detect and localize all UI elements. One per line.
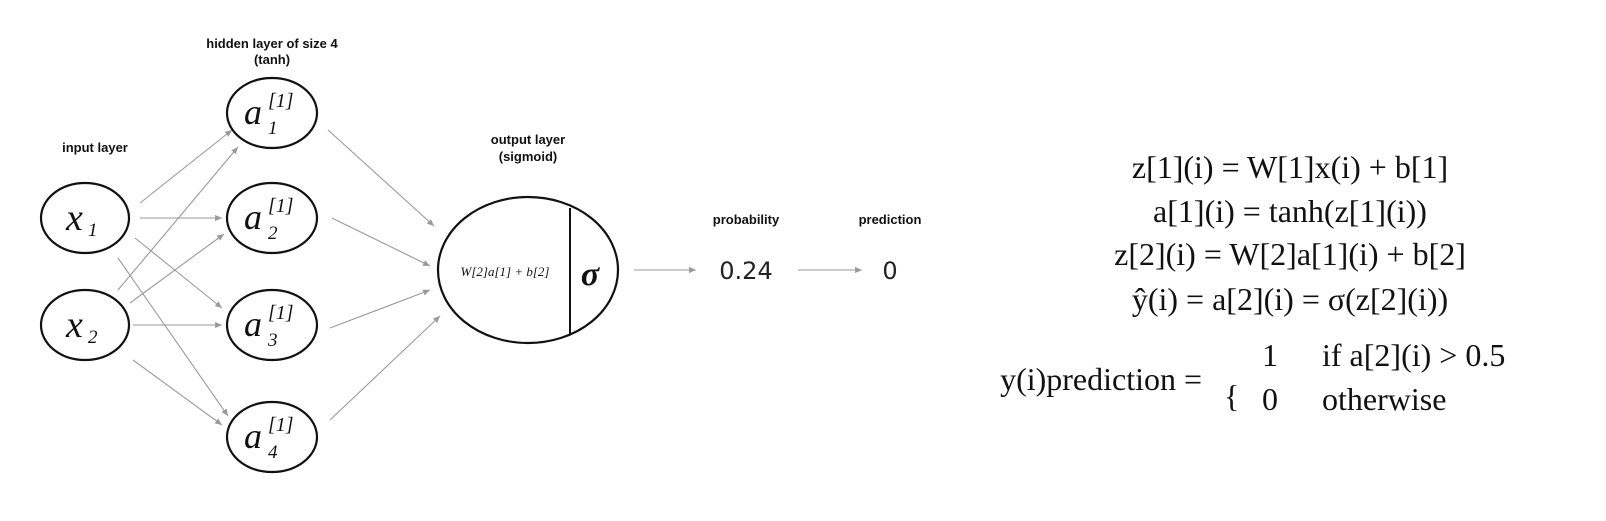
equation-1: z[1](i) = W[1]x(i) + b[1] bbox=[1132, 149, 1448, 185]
input-subscript: 2 bbox=[88, 327, 98, 348]
equation-5-lhs: y(i)prediction bbox=[1000, 361, 1176, 397]
prediction-label: prediction bbox=[859, 212, 922, 227]
prediction-value: 0 bbox=[882, 257, 897, 285]
hidden-subscript: 4 bbox=[268, 442, 278, 463]
hidden-node-a2: a [1] 2 bbox=[225, 181, 319, 255]
edge-x2-a2 bbox=[129, 233, 225, 304]
hidden-output-connections bbox=[327, 129, 441, 421]
hidden-superscript: [1] bbox=[268, 414, 294, 436]
hidden-symbol: a bbox=[244, 92, 262, 132]
hidden-activation-label: (tanh) bbox=[254, 52, 290, 67]
hidden-node-a3: a [1] 3 bbox=[225, 288, 319, 362]
hidden-symbol: a bbox=[244, 304, 262, 344]
output-activation-label: (sigmoid) bbox=[499, 149, 558, 164]
edge-a3-out bbox=[329, 289, 431, 329]
probability-value: 0.24 bbox=[719, 257, 772, 285]
hidden-symbol: a bbox=[244, 197, 262, 237]
output-linear-expression: W[2]a[1] + b[2] bbox=[461, 264, 550, 279]
probability-label: probability bbox=[713, 212, 780, 227]
edge-x1-a4 bbox=[117, 257, 229, 417]
hidden-subscript: 3 bbox=[267, 330, 278, 351]
output-node: W[2]a[1] + b[2] σ bbox=[436, 195, 620, 345]
input-layer-label: input layer bbox=[62, 140, 128, 155]
equations-block: z[1](i) = W[1]x(i) + b[1] a[1](i) = tanh… bbox=[1000, 149, 1505, 417]
hidden-superscript: [1] bbox=[268, 302, 294, 324]
edge-x2-a1 bbox=[117, 146, 239, 291]
equation-5-case1-value: 1 bbox=[1262, 337, 1278, 373]
hidden-symbol: a bbox=[244, 416, 262, 456]
hidden-node-a4: a [1] 4 bbox=[225, 400, 319, 474]
hidden-superscript: [1] bbox=[268, 90, 294, 112]
edge-x1-a1 bbox=[139, 129, 233, 204]
input-hidden-connections bbox=[117, 129, 239, 426]
equation-5-case2-value: 0 bbox=[1262, 381, 1278, 417]
edge-a2-out bbox=[331, 217, 431, 267]
input-symbol: x bbox=[65, 197, 83, 239]
equation-3: z[2](i) = W[2]a[1](i) + b[2] bbox=[1114, 236, 1466, 272]
hidden-superscript: [1] bbox=[268, 195, 294, 217]
output-layer-label: output layer bbox=[491, 132, 565, 147]
edge-a1-out bbox=[327, 129, 435, 227]
hidden-node-a1: a [1] 1 bbox=[225, 76, 319, 150]
input-symbol: x bbox=[65, 304, 83, 346]
input-node-x2: x 2 bbox=[39, 288, 131, 362]
equation-5-equals: = bbox=[1184, 361, 1202, 397]
equation-5-case2-condition: otherwise bbox=[1322, 381, 1446, 417]
equation-5-brace: { bbox=[1224, 378, 1239, 414]
equation-4: ŷ(i) = a[2](i) = σ(z[2](i)) bbox=[1132, 281, 1448, 317]
input-subscript: 1 bbox=[88, 220, 98, 241]
edge-x1-a3 bbox=[134, 237, 223, 309]
hidden-layer-label: hidden layer of size 4 bbox=[206, 36, 338, 51]
hidden-subscript: 1 bbox=[268, 118, 278, 139]
edge-x2-a4 bbox=[132, 359, 223, 426]
sigmoid-symbol: σ bbox=[581, 256, 601, 293]
edge-a4-out bbox=[329, 315, 441, 421]
equation-5-case1-condition: if a[2](i) > 0.5 bbox=[1322, 337, 1505, 373]
input-node-x1: x 1 bbox=[39, 181, 131, 255]
equation-2: a[1](i) = tanh(z[1](i)) bbox=[1153, 193, 1427, 229]
hidden-subscript: 2 bbox=[268, 223, 278, 244]
